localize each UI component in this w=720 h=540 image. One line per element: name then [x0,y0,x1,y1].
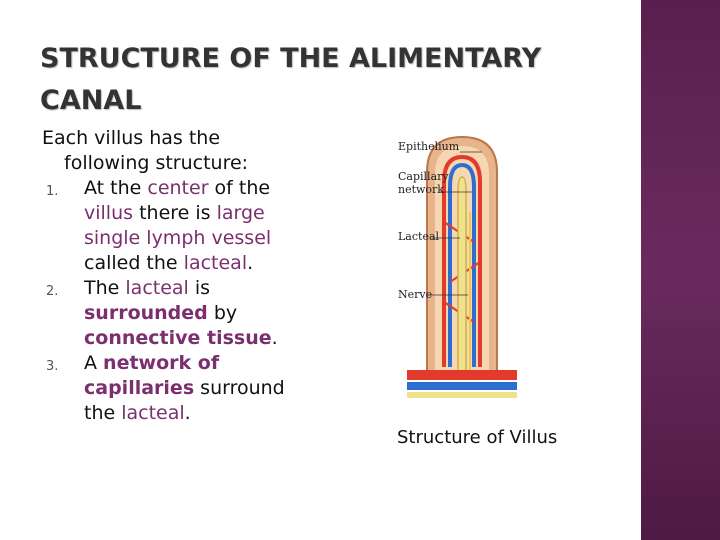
highlight-text: surrounded [84,302,208,324]
villus-illustration: Epithelium Capillary network Lacteal Ner… [398,135,517,398]
label-epithelium: Epithelium [398,140,460,153]
highlight-text: lacteal [121,402,185,424]
label-network: network [398,183,444,196]
side-decor-band [641,0,720,540]
structure-list: 1. At the center of the villus there is … [42,176,312,426]
list-item: 3. A network of capillaries surround the… [42,351,312,426]
label-lacteal: Lacteal [398,230,440,243]
highlight-text: lacteal [183,252,248,274]
list-number: 2. [46,284,59,299]
villus-diagram: Epithelium Capillary network Lacteal Ner… [392,132,522,412]
text: of the [208,177,271,199]
label-nerve: Nerve [398,288,432,301]
text: by [207,302,238,324]
list-item: 2. The lacteal is surrounded by connecti… [42,276,312,351]
text: . [184,402,191,424]
text: . [247,252,254,274]
text: . [271,327,278,349]
intro-line-2: following structure: [64,152,249,174]
intro-text: Each villus has the following structure: [42,126,312,176]
list-number: 1. [46,184,59,199]
label-capillary: Capillary [398,170,449,183]
intro-line-1: Each villus has the [42,127,221,149]
highlight-text: connective tissue [84,327,272,349]
list-number: 3. [46,359,59,374]
text: there is [133,202,217,224]
text: At the [84,177,148,199]
slide-title: STRUCTURE OF THE ALIMENTARY CANAL [40,43,542,116]
figure-caption: Structure of Villus [397,427,558,448]
capillary-artery [442,154,482,367]
text: surround the [84,377,285,424]
base-lacteal [407,392,517,398]
text: The [84,277,126,299]
text: is [188,277,211,299]
list-item: 1. At the center of the villus there is … [42,176,312,276]
text: A [84,352,104,374]
lacteal-shape [457,176,467,372]
highlight-text: network of capillaries [84,352,220,399]
base-vein [407,382,517,390]
highlight-text: large single lymph vessel [84,202,272,249]
highlight-text: lacteal [125,277,189,299]
highlight-text: villus [84,202,134,224]
highlight-text: center [147,177,209,199]
base-artery [407,370,517,380]
text: called the [84,252,184,274]
slide-body: Each villus has the following structure:… [42,126,312,426]
capillary-vein [448,162,476,367]
